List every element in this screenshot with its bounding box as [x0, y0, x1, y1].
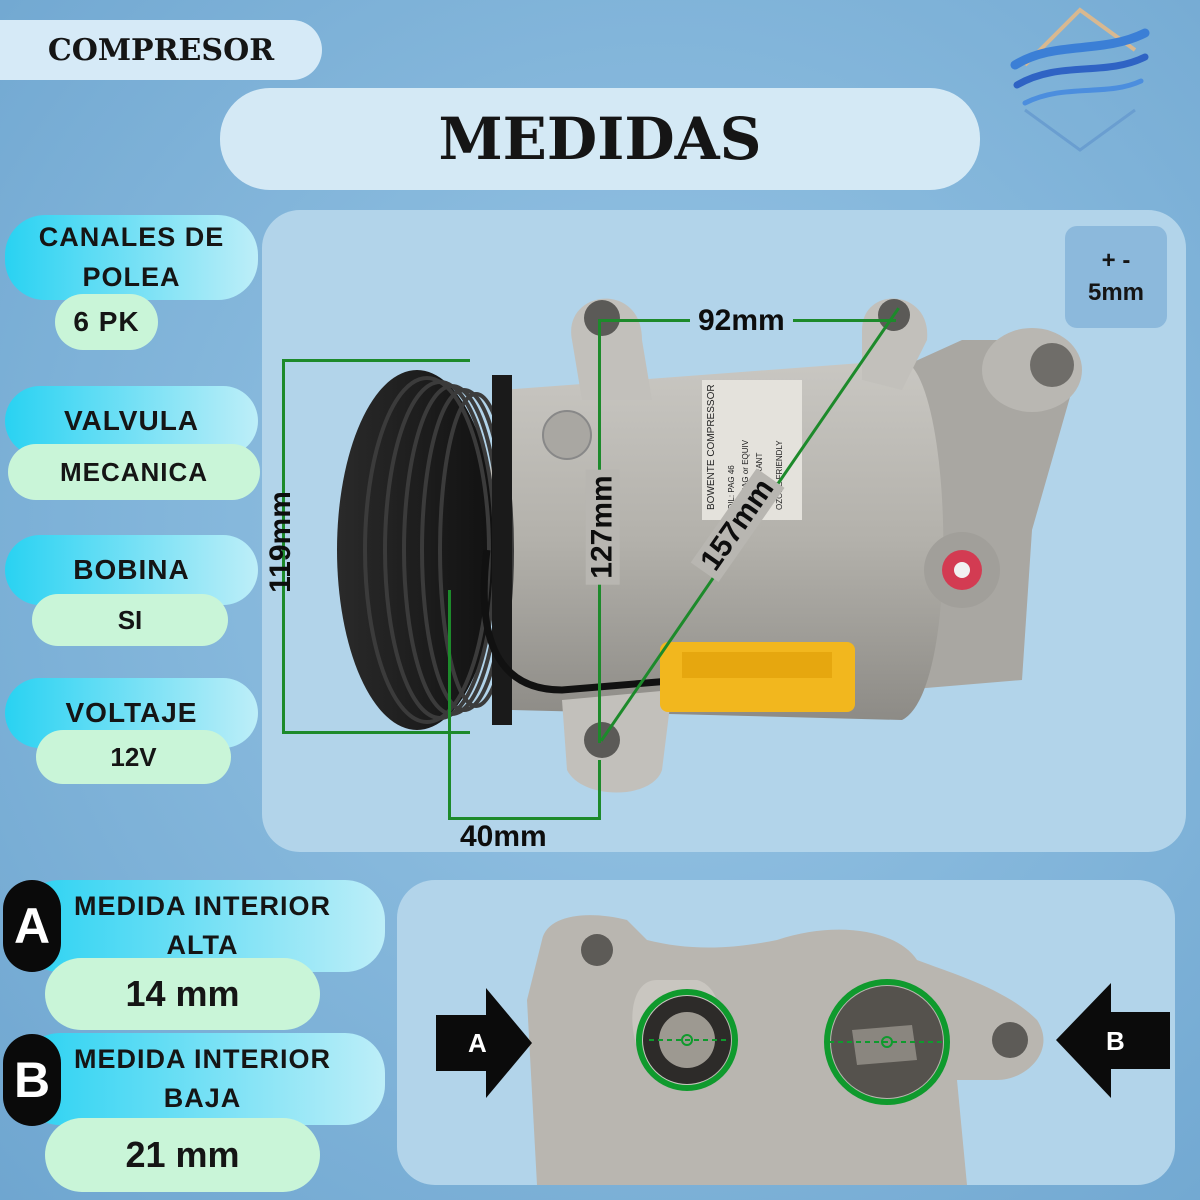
spec-pulley-value: 6 PK: [55, 294, 158, 350]
spec-valve-value: MECANICA: [8, 444, 260, 500]
ports-image: [527, 915, 1044, 1185]
port-b-label: MEDIDA INTERIOR BAJA: [20, 1033, 385, 1125]
height-line-top: [282, 359, 470, 362]
top-spacing-dimension: 92mm: [690, 304, 793, 338]
arrow-left-icon: [1056, 983, 1170, 1098]
offset-line-right: [598, 760, 601, 820]
arrow-right-icon: [436, 988, 532, 1098]
vertical-spacing-dimension: 127mm: [585, 469, 620, 585]
tolerance-badge: + - 5mm: [1065, 226, 1167, 328]
arrow-b-label: B: [1106, 1026, 1125, 1056]
height-line-bottom: [282, 731, 470, 734]
offset-line-bottom: [448, 817, 601, 820]
spec-voltage-value: 12V: [36, 730, 231, 784]
category-badge: COMPRESOR: [0, 20, 322, 80]
port-b-badge: B: [3, 1034, 61, 1126]
tolerance-label: + - 5mm: [1087, 246, 1145, 306]
spec-coil-label: BOBINA: [5, 535, 258, 605]
title-banner: MEDIDAS: [220, 88, 980, 190]
spec-pulley-label: CANALES DE POLEA: [5, 215, 258, 300]
port-a-badge: A: [3, 880, 61, 972]
compressor-ozone-text: OZONE FRIENDLY: [775, 440, 784, 510]
compressor-oil-equiv-text: OIL: PAG or EQUIV: [741, 439, 750, 510]
port-a-value: 14 mm: [45, 958, 320, 1030]
compressor-brand-text: BOWENTE COMPRESSOR: [706, 384, 717, 510]
page-title: MEDIDAS: [438, 105, 762, 173]
offset-line-left: [448, 590, 451, 820]
port-b-value: 21 mm: [45, 1118, 320, 1192]
arrow-a-label: A: [468, 1028, 487, 1058]
compressor-oil-text: OIL: PAG 46: [727, 465, 736, 510]
offset-dimension: 40mm: [460, 820, 547, 853]
spec-coil-value: SI: [32, 594, 228, 646]
height-line-vertical: [282, 359, 285, 734]
logo-waves-icon: [1010, 7, 1150, 152]
port-a-label: MEDIDA INTERIOR ALTA: [20, 880, 385, 972]
height-dimension: 119mm: [263, 491, 297, 593]
category-label: COMPRESOR: [47, 32, 275, 68]
